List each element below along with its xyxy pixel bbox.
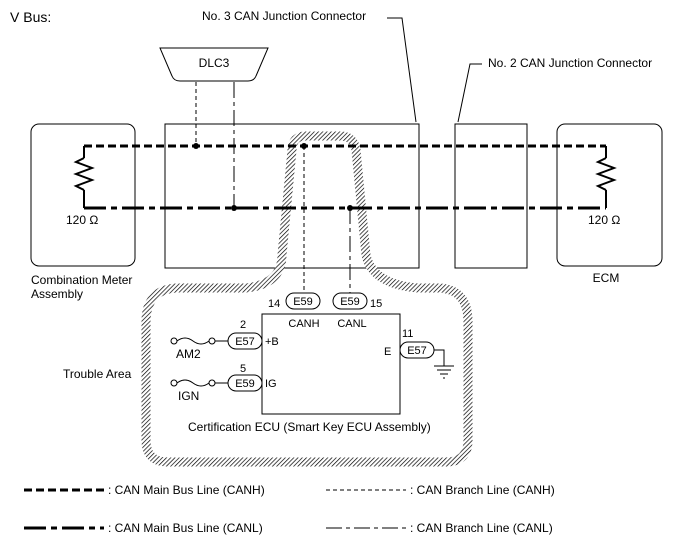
canl-connector bbox=[332, 292, 368, 310]
e-connector-code: E57 bbox=[407, 345, 427, 357]
ig-signal-label: IG bbox=[265, 378, 277, 390]
ecm-box bbox=[556, 123, 663, 267]
canl-pin-number: 15 bbox=[370, 298, 382, 310]
legend-main-canl-label: : CAN Main Bus Line (CANL) bbox=[108, 521, 263, 535]
ecm-label: ECM bbox=[593, 271, 620, 285]
canl-connector-code: E59 bbox=[340, 296, 360, 308]
am2-fuse-terminal bbox=[208, 337, 216, 345]
ground-wire bbox=[434, 349, 445, 366]
ign-label: IGN bbox=[178, 389, 199, 403]
no3-junction-leader bbox=[387, 17, 417, 123]
legend-branch-canl-label: : CAN Branch Line (CANL) bbox=[410, 521, 553, 535]
right-resistor-value: 120 Ω bbox=[588, 213, 620, 227]
no2-junction-connector-label: No. 2 CAN Junction Connector bbox=[488, 56, 652, 70]
plus-b-pin-number: 2 bbox=[240, 319, 246, 331]
am2-fuse-terminal bbox=[170, 337, 178, 345]
no2-junction-leader bbox=[457, 63, 482, 123]
legend-main-canh-label: : CAN Main Bus Line (CANH) bbox=[108, 483, 265, 497]
left-termination-resistor bbox=[73, 146, 95, 208]
no2-junction-connector-box bbox=[454, 123, 528, 269]
am2-label: AM2 bbox=[176, 347, 201, 361]
e-signal-label: E bbox=[384, 346, 391, 358]
combination-meter-label-line1: Combination Meter bbox=[31, 273, 132, 287]
ign-fuse-icon bbox=[176, 379, 210, 387]
ig-pin-number: 5 bbox=[240, 363, 246, 375]
canh-connector bbox=[285, 292, 321, 310]
am2-fuse-icon bbox=[176, 337, 210, 345]
plus-b-connector bbox=[227, 332, 263, 350]
plus-b-connector-code: E57 bbox=[235, 336, 255, 348]
canh-connector-code: E59 bbox=[293, 296, 313, 308]
ground-icon bbox=[434, 365, 454, 379]
dlc3-connector: DLC3 bbox=[159, 47, 269, 82]
no3-junction-connector-label: No. 3 CAN Junction Connector bbox=[202, 9, 366, 23]
junction-dot bbox=[193, 143, 199, 149]
junction-dot bbox=[231, 205, 237, 211]
canl-signal-label: CANL bbox=[337, 318, 366, 330]
diagram-title: V Bus: bbox=[10, 9, 51, 25]
legend-branch-canh-label: : CAN Branch Line (CANH) bbox=[410, 483, 555, 497]
trouble-area-outline bbox=[141, 131, 473, 467]
canh-pin-number: 14 bbox=[268, 298, 280, 310]
ig-connector-code: E59 bbox=[235, 378, 255, 390]
trouble-area-label: Trouble Area bbox=[63, 367, 132, 381]
left-resistor-value: 120 Ω bbox=[66, 213, 98, 227]
canh-signal-label: CANH bbox=[288, 318, 319, 330]
plus-b-signal-label: +B bbox=[265, 336, 279, 348]
dlc3-label: DLC3 bbox=[199, 56, 230, 70]
right-termination-resistor bbox=[595, 146, 617, 208]
combination-meter-label-line2: Assembly bbox=[31, 287, 83, 301]
ig-connector bbox=[227, 374, 263, 392]
e-pin-number: 11 bbox=[402, 328, 413, 340]
certification-ecu-box bbox=[261, 313, 401, 415]
ign-fuse-terminal bbox=[170, 379, 178, 387]
certification-ecu-label: Certification ECU (Smart Key ECU Assembl… bbox=[188, 420, 431, 434]
ign-fuse-terminal bbox=[208, 379, 216, 387]
